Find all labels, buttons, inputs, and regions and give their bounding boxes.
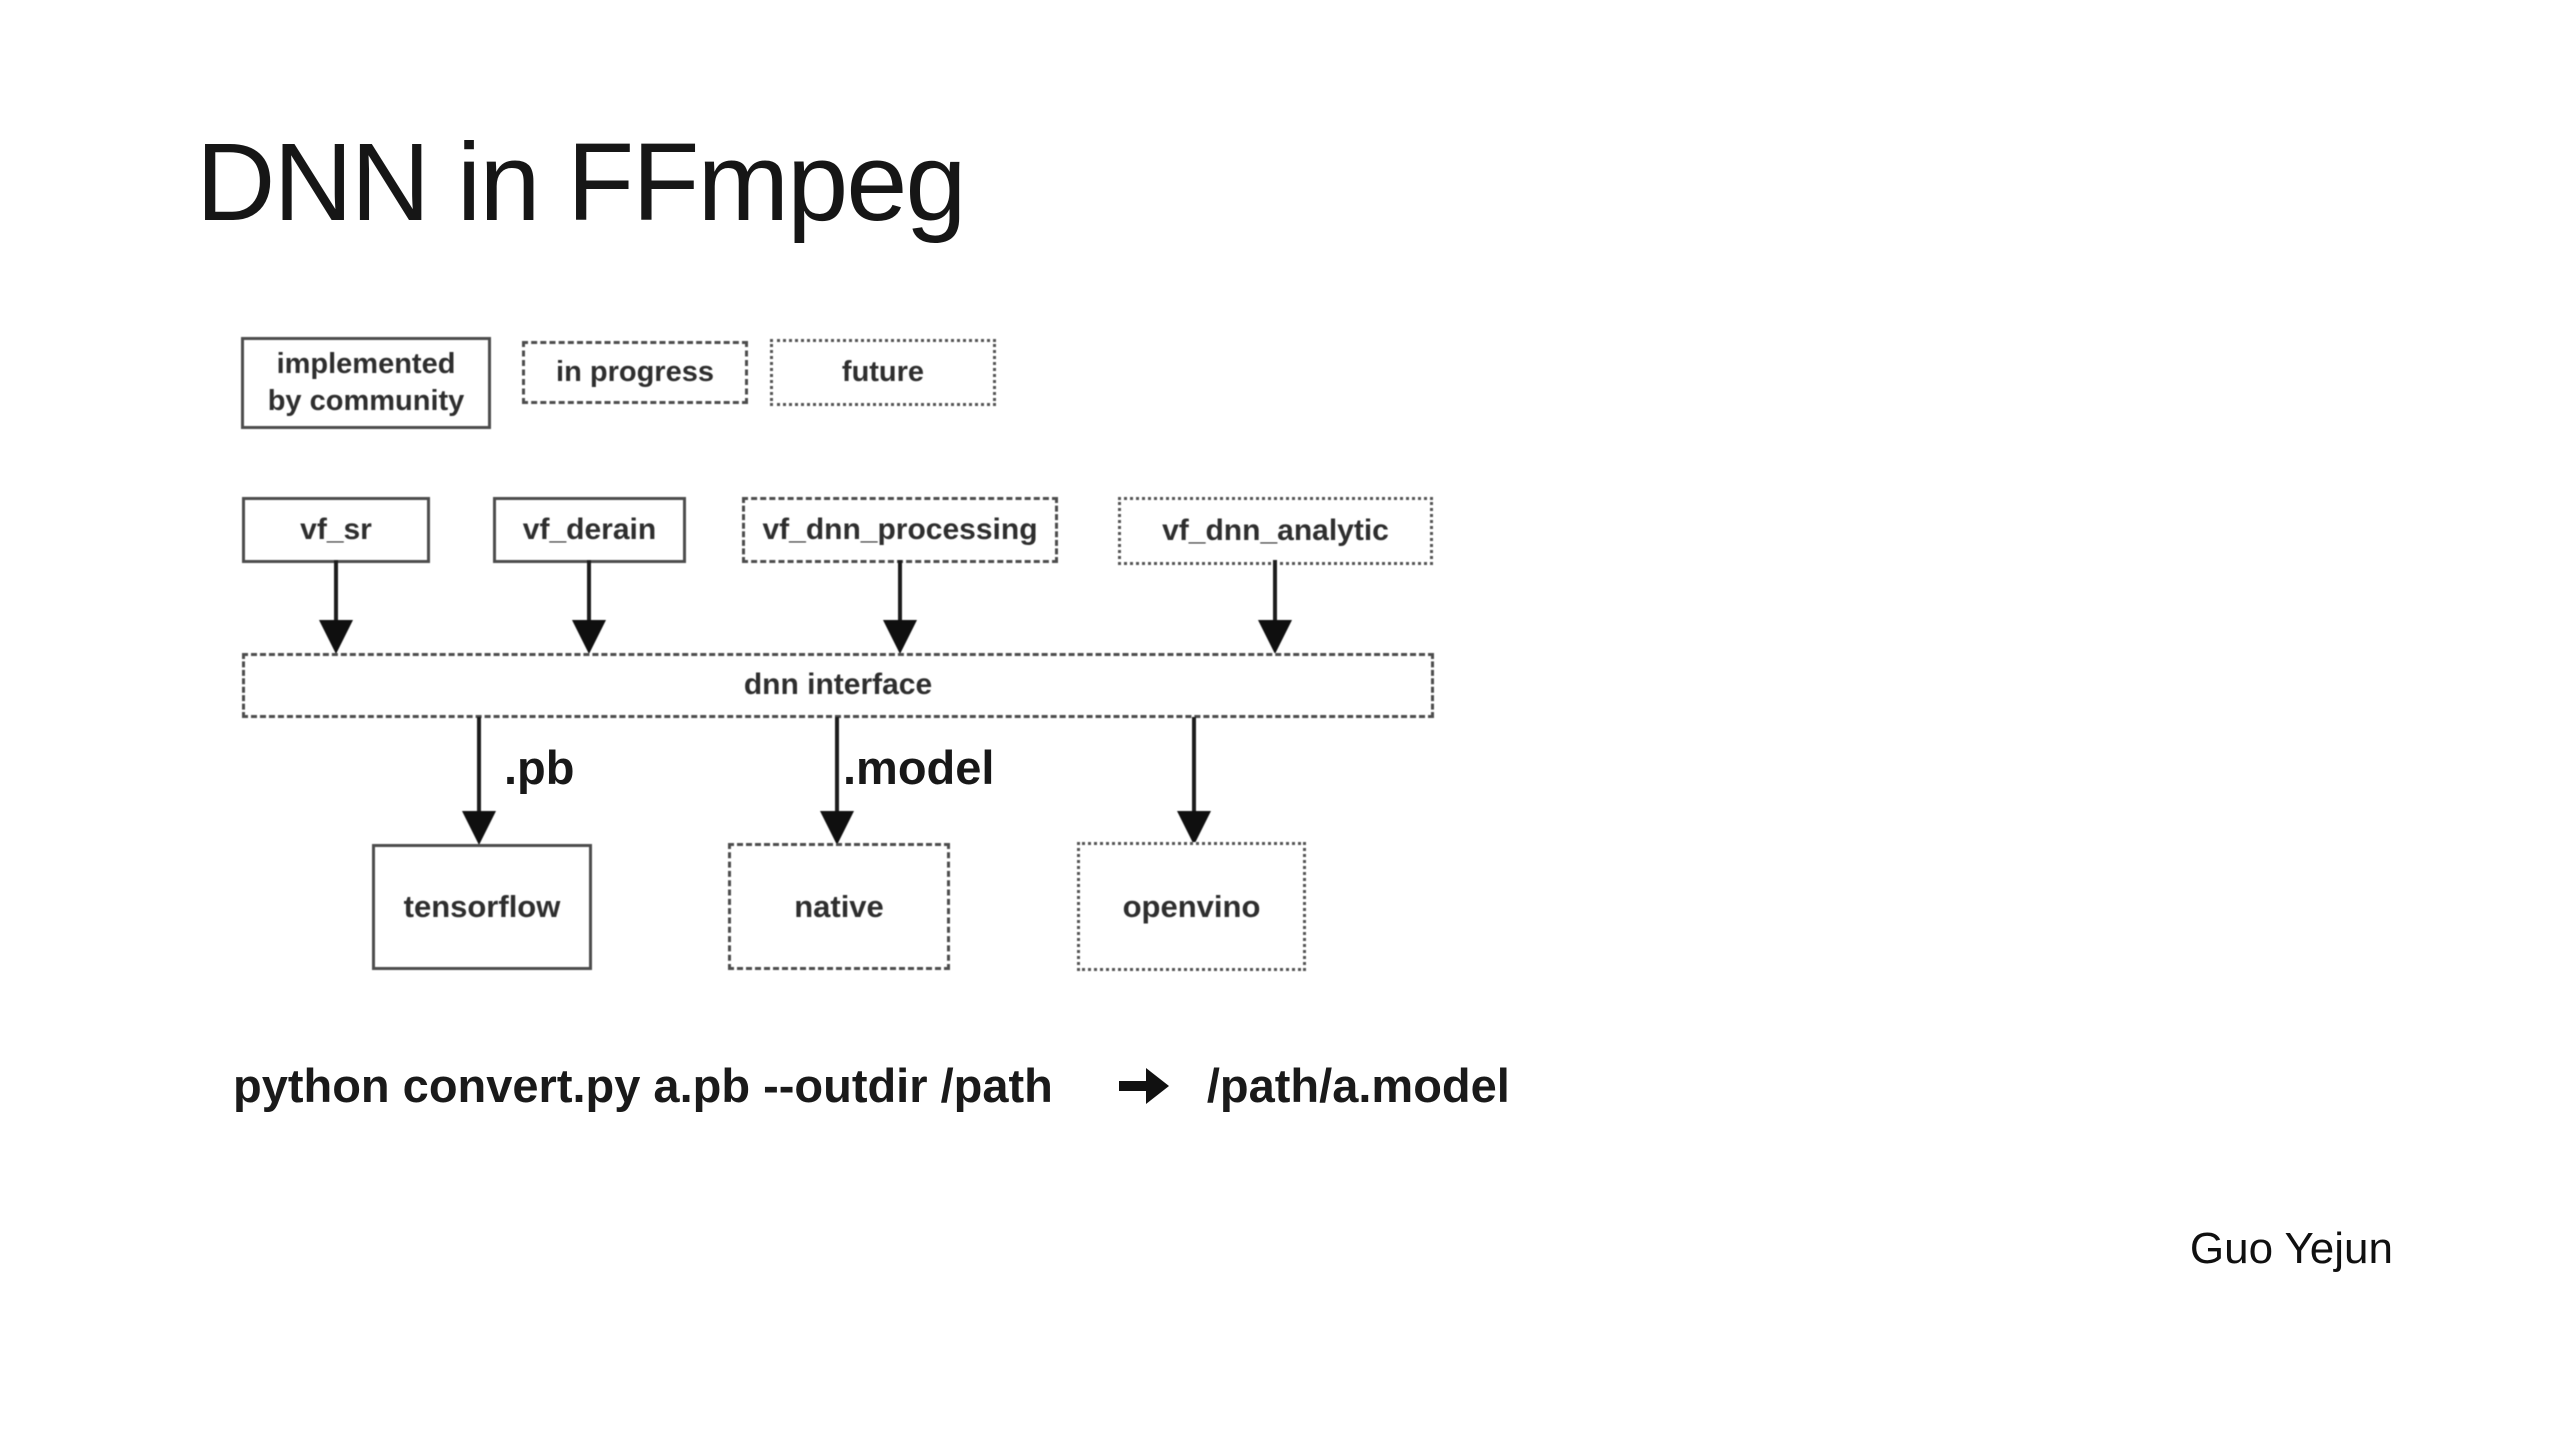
- arrow-dnn-interface-to-openvino: [1177, 717, 1211, 845]
- command-input-text: python convert.py a.pb --outdir /path: [233, 1059, 1053, 1112]
- legend-label: implemented by community: [267, 347, 465, 417]
- filter-label: vf_dnn_analytic: [1162, 513, 1389, 547]
- arrow-vf-dnn-processing-to-dnn-interface: [883, 560, 917, 654]
- backend-box-native: native: [728, 843, 950, 970]
- backend-label: native: [794, 888, 884, 924]
- author-credit: Guo Yejun: [2189, 1224, 2393, 1273]
- conversion-command: python convert.py a.pb --outdir /path /p…: [233, 1058, 1510, 1113]
- filter-label: vf_sr: [300, 512, 372, 546]
- legend-label: future: [841, 355, 925, 388]
- legend-item-in-progress: in progress: [522, 341, 748, 404]
- legend-label: in progress: [556, 355, 714, 388]
- edge-label-pb: .pb: [504, 741, 575, 794]
- filter-box-vf-dnn-processing: vf_dnn_processing: [742, 497, 1058, 563]
- command-output-text: /path/a.model: [1206, 1059, 1510, 1112]
- dnn-interface-box: dnn interface: [242, 653, 1434, 718]
- arrow-dnn-interface-to-tensorflow: [462, 717, 496, 845]
- edge-label-model: .model: [843, 741, 995, 794]
- backend-label: openvino: [1122, 888, 1261, 924]
- filter-box-vf-sr: vf_sr: [242, 497, 430, 563]
- backend-box-tensorflow: tensorflow: [372, 844, 592, 970]
- slide-title: DNN in FFmpeg: [196, 121, 967, 244]
- legend-item-implemented-by-community: implemented by community: [241, 337, 491, 429]
- arrow-vf-derain-to-dnn-interface: [572, 560, 606, 654]
- backend-box-openvino: openvino: [1077, 842, 1306, 971]
- legend-item-future: future: [770, 339, 996, 406]
- right-arrow-icon: [1117, 1064, 1171, 1108]
- arrow-vf-sr-to-dnn-interface: [319, 560, 353, 654]
- filter-label: vf_derain: [522, 512, 657, 546]
- filter-label: vf_dnn_processing: [762, 512, 1038, 546]
- dnn-interface-label: dnn interface: [743, 668, 933, 702]
- filter-box-vf-derain: vf_derain: [493, 497, 686, 563]
- backend-label: tensorflow: [403, 889, 561, 925]
- filter-box-vf-dnn-analytic: vf_dnn_analytic: [1118, 497, 1433, 565]
- arrow-vf-dnn-analytic-to-dnn-interface: [1258, 560, 1292, 654]
